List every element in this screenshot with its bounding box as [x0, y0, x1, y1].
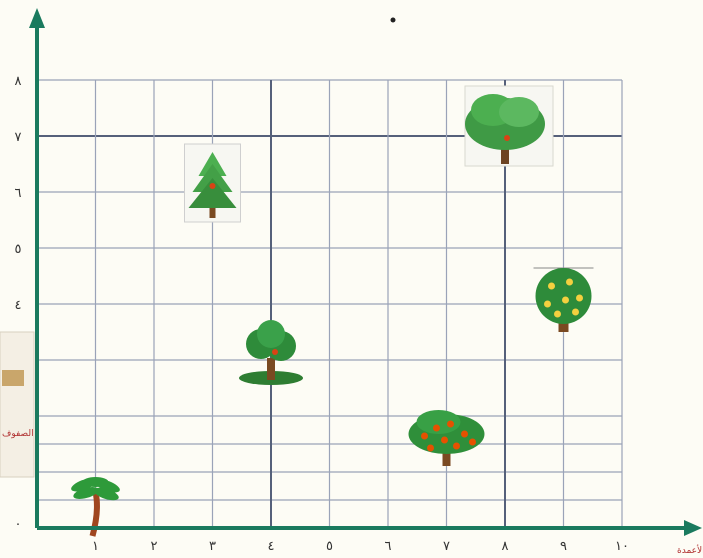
side-card-picture — [2, 370, 24, 386]
x-tick-label: ١ — [92, 539, 99, 554]
x-tick-label: ٩ — [560, 539, 567, 554]
x-tick-label: ٤ — [268, 539, 275, 554]
y-tick-label: ٤ — [15, 298, 22, 313]
y-tick-label: ٦ — [15, 186, 22, 201]
x-tick-label: ٦ — [385, 539, 392, 554]
orange-tree — [409, 410, 485, 466]
pine-tree — [185, 144, 241, 222]
dot-mark — [391, 18, 396, 23]
x-tick-label: ٥ — [326, 539, 333, 554]
y-tick-label: ٧ — [15, 130, 22, 145]
y-axis-name: الصفوف — [2, 429, 34, 439]
x-tick-label: ٧ — [443, 539, 450, 554]
side-card — [0, 332, 34, 477]
y-axis-arrow-icon — [29, 8, 45, 28]
origin-label: ٠ — [15, 517, 22, 532]
x-tick-label: ٨ — [502, 539, 509, 554]
big-leafy-tree — [465, 86, 553, 166]
trees-layer — [70, 86, 594, 536]
x-tick-label: ٢ — [151, 539, 158, 554]
y-tick-label: ٨ — [15, 74, 22, 89]
x-tick-label: ١٠ — [615, 539, 629, 554]
x-tick-label: ٣ — [209, 539, 216, 554]
lemon-tree — [534, 268, 594, 332]
x-axis-arrow-icon — [684, 520, 702, 536]
oak-tree — [239, 320, 303, 385]
x-axis-name: الأعمدة — [677, 544, 703, 556]
y-tick-label: ٥ — [15, 242, 22, 257]
